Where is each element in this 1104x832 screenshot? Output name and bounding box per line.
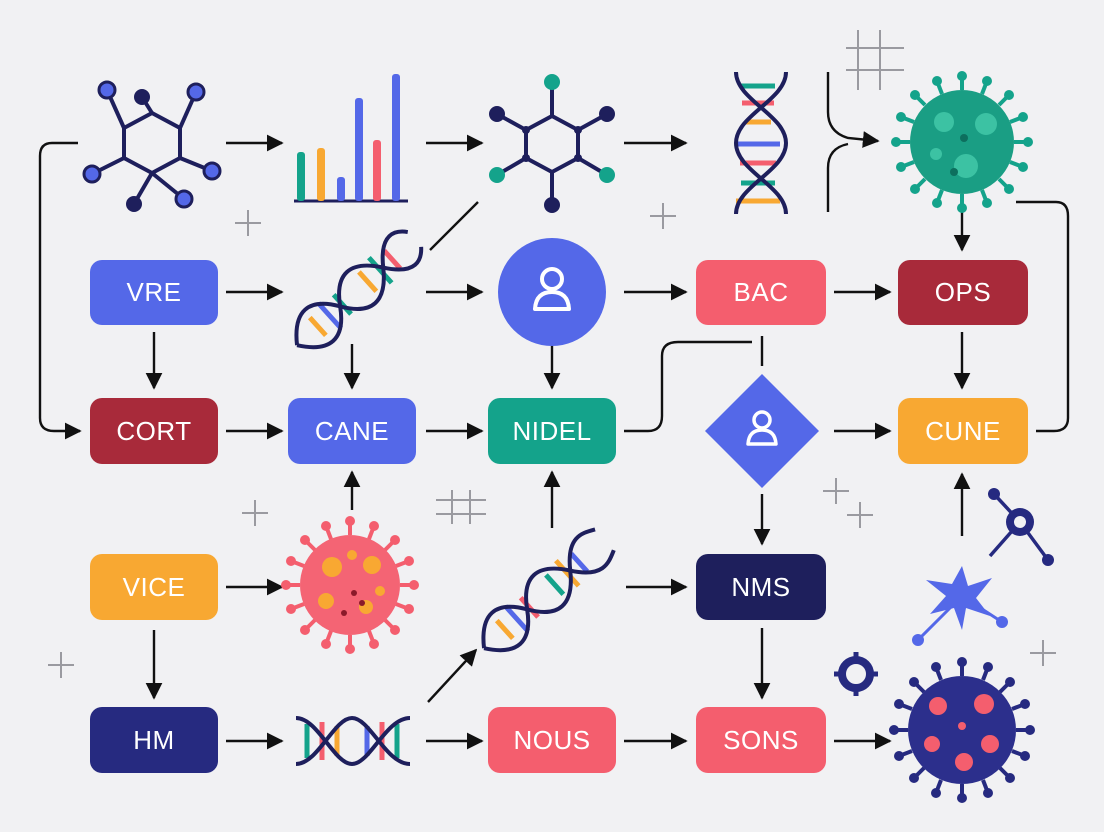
node-vre[interactable]: VRE — [90, 260, 218, 325]
node-sons[interactable]: SONS — [696, 707, 826, 773]
connector — [429, 201, 479, 251]
dna-icon — [733, 71, 789, 215]
plus-icon — [48, 652, 74, 678]
grid-icon — [436, 490, 486, 524]
decorations — [48, 30, 1056, 678]
node-cort[interactable]: CORT — [90, 398, 218, 464]
virus-icon — [889, 657, 1035, 803]
node-cane[interactable]: CANE — [288, 398, 416, 464]
dna-icon — [294, 229, 424, 350]
node-nms[interactable]: NMS — [696, 554, 826, 620]
grid-icon — [846, 30, 904, 90]
ring-icon — [834, 652, 878, 696]
plus-icon — [650, 203, 676, 229]
molecule-icon — [489, 74, 615, 213]
connectors — [38, 72, 1070, 750]
connector — [427, 648, 478, 703]
node-nous[interactable]: NOUS — [488, 707, 616, 773]
plus-icon — [242, 500, 268, 526]
connector — [826, 72, 880, 148]
plus-icon — [1030, 640, 1056, 666]
plus-icon — [823, 478, 849, 504]
connector — [826, 142, 849, 212]
virus-icon — [891, 71, 1033, 213]
molecule-icon — [82, 80, 222, 212]
user-icon — [498, 238, 606, 346]
plus-icon — [847, 502, 873, 528]
molecule-icon — [988, 488, 1054, 566]
node-nidel[interactable]: NIDEL — [488, 398, 616, 464]
virus-icon — [281, 516, 419, 654]
dna-icon — [295, 715, 411, 767]
node-hm[interactable]: HM — [90, 707, 218, 773]
node-ops[interactable]: OPS — [898, 260, 1028, 325]
plus-icon — [235, 210, 261, 236]
dna-icon — [481, 527, 616, 653]
connector — [38, 141, 82, 440]
node-cune[interactable]: CUNE — [898, 398, 1028, 464]
node-vice[interactable]: VICE — [90, 554, 218, 620]
connector — [624, 340, 752, 433]
star-cell-icon — [912, 566, 1008, 646]
connector — [1016, 200, 1070, 433]
bar-chart-icon — [294, 74, 408, 203]
user-icon — [705, 374, 819, 488]
node-bac[interactable]: BAC — [696, 260, 826, 325]
